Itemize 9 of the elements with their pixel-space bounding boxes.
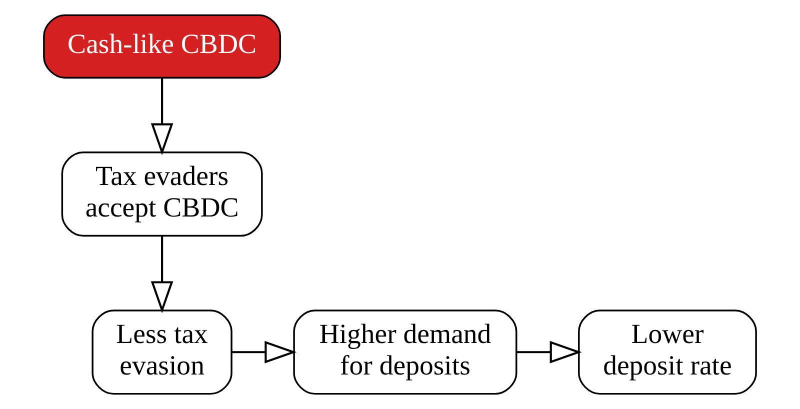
node-box: Tax evaders accept CBDC [61,152,263,237]
node-box: Less tax evasion [92,310,232,395]
arrow [516,340,582,364]
node-box: Cash-like CBDC [43,14,282,79]
node-box: Lower deposit rate [578,310,757,395]
arrow [150,78,174,156]
arrow [150,236,174,314]
node-box: Higher demand for deposits [293,310,518,395]
arrow [232,340,297,364]
